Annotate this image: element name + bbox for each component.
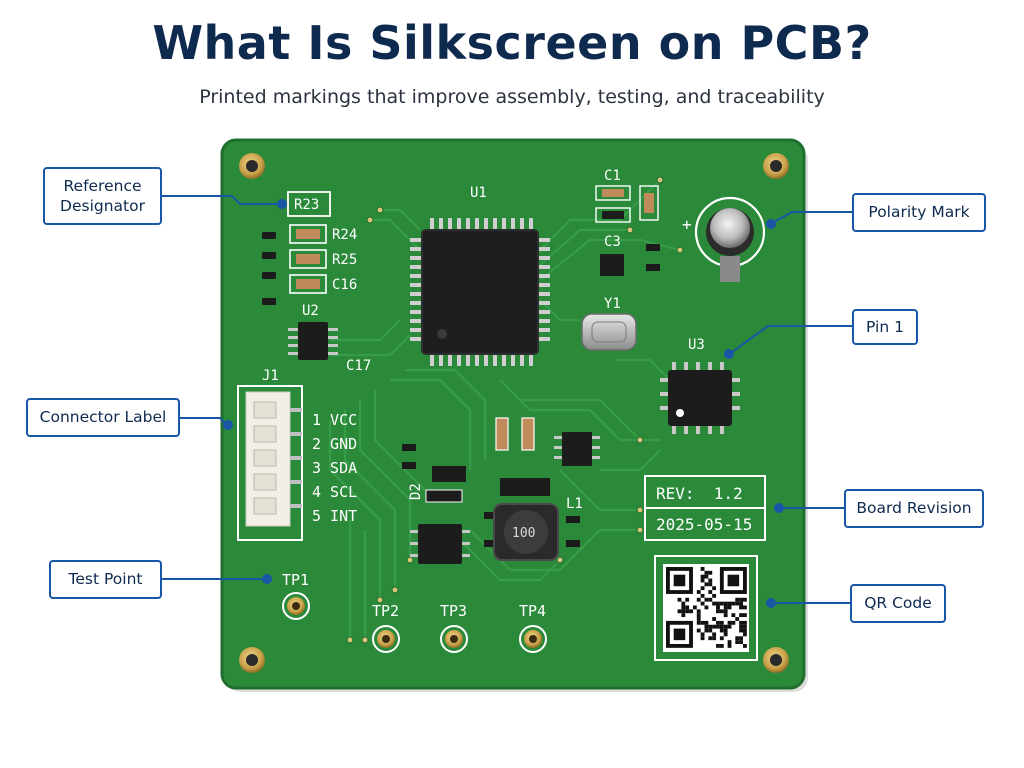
callout-connector-label: Connector Label — [26, 398, 180, 437]
callout-reference-designator-text: Reference Designator — [60, 176, 145, 215]
u3-chip — [660, 362, 740, 434]
page-subtitle: Printed markings that improve assembly, … — [199, 86, 825, 108]
callout-test-point: Test Point — [49, 560, 162, 599]
pcb-board — [220, 138, 806, 690]
c1-c3-parts — [595, 185, 660, 276]
copper-traces — [328, 179, 681, 640]
lower-middle-parts — [402, 417, 600, 564]
callout-qr-code-text: QR Code — [864, 594, 932, 613]
r23-label-box — [287, 191, 331, 217]
test-point-3-label: TP3 — [440, 602, 467, 620]
callout-leaders — [162, 195, 852, 608]
silk-c3: C3 — [604, 234, 621, 250]
silk-y1: Y1 — [604, 296, 621, 312]
silk-l1: L1 — [566, 496, 583, 512]
qr-code — [654, 555, 758, 661]
test-point-4-label: TP4 — [519, 602, 546, 620]
silk-c16: C16 — [332, 277, 357, 293]
revision-date: 2025-05-15 — [656, 515, 752, 534]
silk-c1: C1 — [604, 168, 621, 184]
electrolytic-capacitor — [694, 196, 766, 282]
page-title: What Is Silkscreen on PCB? — [152, 16, 872, 70]
silk-j1: J1 — [262, 368, 279, 384]
silk-r25: R25 — [332, 252, 357, 268]
silk-u1: U1 — [470, 185, 487, 201]
callout-board-revision-text: Board Revision — [856, 499, 972, 518]
smd-passives-left — [262, 224, 327, 305]
callout-polarity-mark: Polarity Mark — [852, 193, 986, 232]
silk-r24: R24 — [332, 227, 357, 243]
callout-polarity-mark-text: Polarity Mark — [868, 203, 970, 222]
inductor-marking: 100 — [512, 526, 535, 541]
callout-board-revision: Board Revision — [844, 489, 984, 528]
callout-qr-code: QR Code — [850, 584, 946, 623]
u1-qfp-chip — [410, 218, 550, 366]
l1-inductor — [493, 503, 559, 561]
silk-d2: D2 — [408, 483, 424, 500]
revision-box — [644, 475, 766, 541]
u2-chip — [288, 322, 338, 360]
silk-u2: U2 — [302, 303, 319, 319]
connector-pin-2: 2 GND — [312, 435, 357, 453]
silk-c17: C17 — [346, 358, 371, 374]
silk-r23: R23 — [294, 197, 319, 213]
connector-pin-1: 1 VCC — [312, 411, 357, 429]
connector-pin-3: 3 SDA — [312, 459, 357, 477]
y1-crystal — [581, 313, 637, 351]
test-point-pads — [282, 592, 547, 653]
test-point-2-label: TP2 — [372, 602, 399, 620]
j1-connector — [237, 385, 303, 541]
callout-reference-designator: Reference Designator — [43, 167, 162, 225]
callout-pin-1-text: Pin 1 — [866, 317, 904, 336]
silk-polarity-plus: + — [682, 215, 692, 234]
callout-test-point-text: Test Point — [68, 570, 143, 589]
mounting-holes — [239, 153, 789, 673]
revision-text: REV: 1.2 — [656, 484, 743, 503]
callout-connector-label-text: Connector Label — [39, 408, 167, 427]
connector-pin-4: 4 SCL — [312, 483, 357, 501]
callout-pin-1: Pin 1 — [852, 309, 918, 345]
silk-u3: U3 — [688, 337, 705, 353]
connector-pin-5: 5 INT — [312, 507, 357, 525]
test-point-1-label: TP1 — [282, 571, 309, 589]
